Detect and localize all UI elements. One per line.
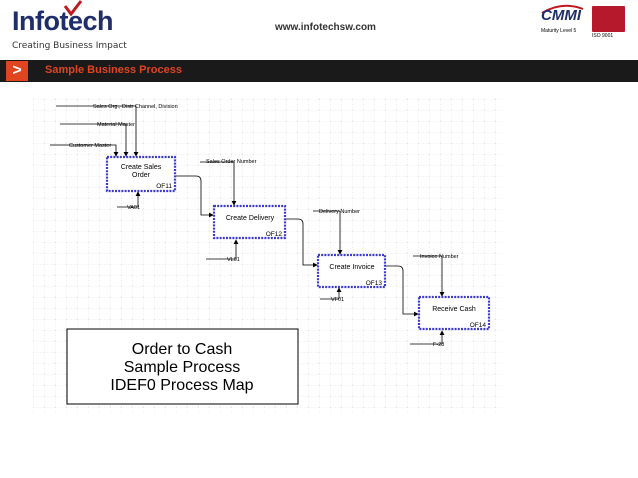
activity-box[interactable]: Create Delivery OF12 [212,204,287,240]
cmmi-subtitle: Maturity Level 5 [541,28,577,34]
activity-label: Receive Cash [432,306,476,313]
activity-label: Create Sales [121,164,162,171]
activity-label: Create Delivery [226,215,275,222]
infotech-logo[interactable]: Infotech [12,6,114,36]
activity-label: Create Invoice [329,264,374,271]
mechanism-label: F-28 [433,342,444,348]
cmmi-logo: CMMI [541,7,581,24]
input-label: Sales Org., Distr Channel, Division [93,104,178,110]
cmmi-swoosh-icon [541,4,584,14]
activity-label: Order [132,172,151,179]
activity-code: OF14 [470,322,487,329]
input-label: Customer Master [69,143,111,149]
header: Infotech Creating Business Impact www.in… [0,0,638,57]
connector-lines [50,105,445,345]
activity-box[interactable]: Create Invoice OF13 [316,253,387,289]
certification-badge-label: ISO 9001 [592,33,614,39]
output-label: Delivery Number [319,209,360,215]
output-label: Sales Order Number [206,159,257,165]
arrow-labels: Sales Org., Distr Channel, Division Mate… [69,104,459,348]
tagline: Creating Business Impact [12,41,127,51]
slide-title: Sample Business Process [45,64,182,76]
caption-box: Order to Cash Sample Process IDEF0 Proce… [66,328,299,405]
logo-swoosh-icon [63,0,83,16]
input-label: Material Master [97,122,135,128]
activity-code: OF12 [266,231,283,238]
mechanism-label: VA01 [127,205,140,211]
caption-line: IDEF0 Process Map [110,377,253,394]
caption-line: Order to Cash [132,341,232,358]
caption-line: Sample Process [124,359,241,376]
mechanism-label: VF01 [331,297,344,303]
title-bar [0,60,638,82]
activity-box[interactable]: Receive Cash OF14 [417,295,491,331]
activity-box[interactable]: Create Sales Order OF11 [105,155,177,193]
chevron-right-icon: > [6,61,28,81]
mechanism-label: VL01 [227,257,240,263]
activity-code: OF13 [366,280,383,287]
certification-badge-icon [592,6,625,32]
website-link[interactable]: www.infotechsw.com [275,22,376,33]
output-label: Invoice Number [420,254,459,260]
activity-code: OF11 [156,183,172,190]
